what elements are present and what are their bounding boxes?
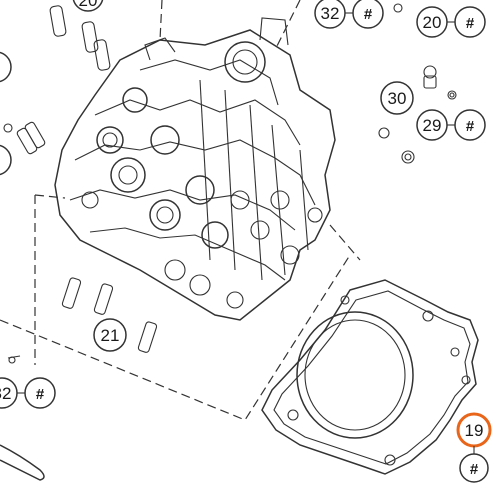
callout-5-edge[interactable]: 5 — [0, 144, 12, 176]
callout-8-edge[interactable]: 8 — [0, 51, 12, 83]
callout-30[interactable]: 30 — [380, 81, 414, 115]
valve-guides[interactable] — [3, 5, 111, 364]
assembly-lines — [0, 0, 361, 421]
svg-text:#: # — [36, 386, 45, 403]
hardware-parts[interactable] — [378, 3, 457, 164]
svg-text:19: 19 — [465, 421, 484, 440]
svg-text:32: 32 — [0, 384, 11, 403]
svg-text:30: 30 — [388, 89, 407, 108]
callout-20-right[interactable]: 20 # — [416, 6, 486, 38]
svg-text:#: # — [470, 461, 479, 478]
svg-text:5: 5 — [0, 151, 1, 170]
callout-21[interactable]: 21 — [93, 318, 127, 352]
cylinder-head[interactable] — [54, 17, 336, 321]
callout-29[interactable]: 29 # — [416, 109, 486, 141]
svg-text:#: # — [466, 15, 475, 32]
head-gasket[interactable] — [261, 279, 479, 475]
callout-20-top[interactable]: 20 — [72, 0, 104, 12]
svg-text:8: 8 — [0, 58, 1, 77]
svg-text:20: 20 — [79, 0, 98, 10]
dowel-pins[interactable] — [61, 277, 158, 353]
svg-text:32: 32 — [321, 4, 340, 23]
callout-32-top[interactable]: 32 # — [314, 0, 384, 29]
svg-text:#: # — [466, 118, 475, 135]
callout-19[interactable]: 19 # — [456, 412, 492, 483]
svg-text:20: 20 — [423, 13, 442, 32]
callout-32-left[interactable]: 32 # — [0, 377, 56, 409]
svg-text:29: 29 — [423, 116, 442, 135]
svg-text:21: 21 — [101, 326, 120, 345]
oring-seal[interactable] — [0, 444, 45, 481]
svg-text:#: # — [364, 6, 373, 23]
